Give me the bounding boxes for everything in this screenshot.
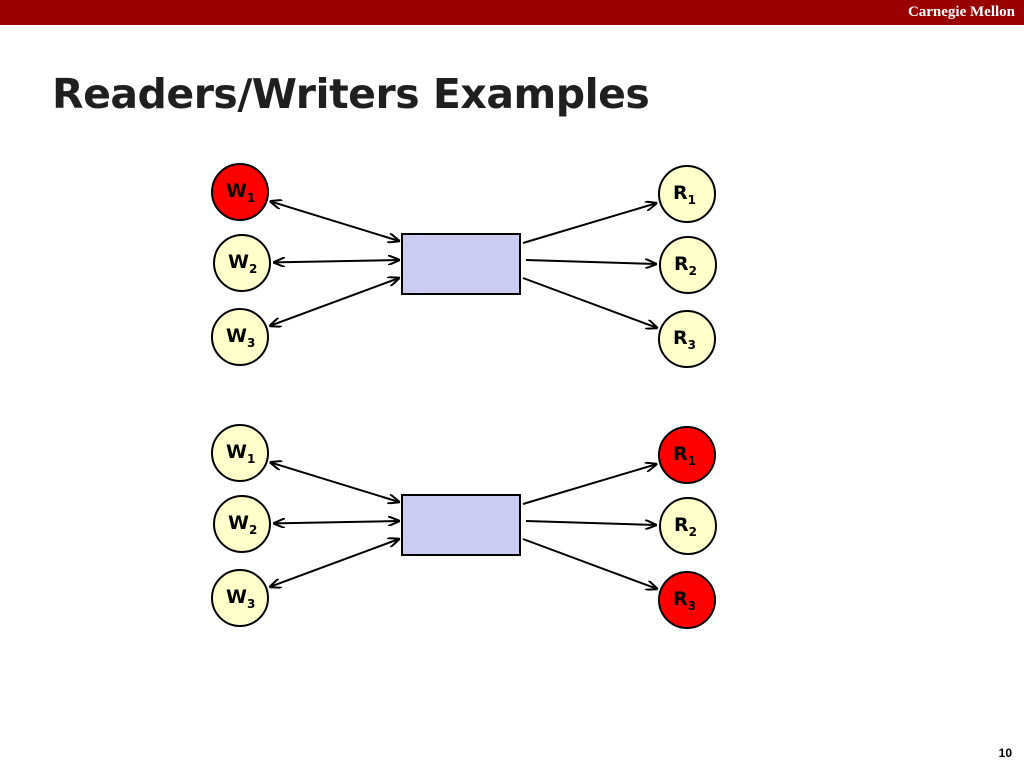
institution-name: Carnegie Mellon: [907, 4, 1015, 20]
reader-node-label: R3: [673, 327, 696, 352]
writer-node-circle: [213, 495, 271, 553]
writer-node-circle: [211, 308, 269, 366]
reader-node-3: R3: [658, 571, 716, 629]
writer-node-circle: [211, 569, 269, 627]
reader-node-subscript: 2: [689, 525, 697, 539]
writer-node-2: W2: [213, 495, 271, 553]
writer-node-1: W1: [211, 424, 269, 482]
reader-node-2: R2: [659, 497, 717, 555]
writer-node-3: W3: [211, 308, 269, 366]
reader-node-letter: R: [674, 514, 689, 536]
writer-node-label: W3: [226, 586, 255, 611]
reader-arrow-1: [522, 464, 656, 505]
reader-node-circle: [659, 236, 717, 294]
reader-arrow-2: [525, 521, 656, 525]
writer-node-subscript: 2: [249, 523, 257, 537]
writer-node-3: W3: [211, 569, 269, 627]
reader-node-2: R2: [659, 236, 717, 294]
writer-node-label: W3: [226, 325, 255, 350]
writer-node-subscript: 3: [247, 336, 255, 350]
header-bar: Carnegie Mellon: [0, 0, 1024, 25]
reader-arrow-3: [522, 277, 657, 328]
reader-node-circle: [658, 310, 716, 368]
reader-node-subscript: 3: [688, 338, 696, 352]
writer-arrow-2: [274, 260, 399, 262]
reader-node-subscript: 1: [688, 454, 696, 468]
writer-node-circle: [211, 163, 269, 221]
writer-node-label: W1: [226, 180, 255, 205]
writer-node-label: W2: [228, 512, 257, 537]
reader-node-1: R1: [658, 165, 716, 223]
reader-node-circle: [659, 497, 717, 555]
reader-node-label: R1: [673, 182, 696, 207]
reader-node-letter: R: [674, 253, 689, 275]
reader-node-letter: R: [673, 327, 688, 349]
writer-node-letter: W: [226, 180, 247, 202]
reader-arrow-2: [525, 260, 656, 264]
writer-node-subscript: 1: [247, 452, 255, 466]
reader-node-circle: [658, 165, 716, 223]
reader-node-subscript: 1: [688, 193, 696, 207]
reader-node-label: R1: [673, 443, 696, 468]
reader-arrow-3: [522, 538, 657, 589]
reader-node-subscript: 3: [688, 599, 696, 613]
writer-arrow-3: [270, 539, 399, 587]
writer-node-subscript: 3: [247, 597, 255, 611]
reader-node-subscript: 2: [689, 264, 697, 278]
reader-node-letter: R: [673, 182, 688, 204]
shared-resource-box: [401, 233, 521, 295]
page-title: Readers/Writers Examples: [52, 70, 650, 118]
writer-node-letter: W: [226, 325, 247, 347]
writer-node-letter: W: [226, 441, 247, 463]
reader-node-label: R3: [673, 588, 696, 613]
reader-node-letter: R: [673, 443, 688, 465]
reader-node-label: R2: [674, 514, 697, 539]
writer-node-subscript: 2: [249, 262, 257, 276]
reader-node-3: R3: [658, 310, 716, 368]
writer-arrow-3: [270, 278, 399, 326]
reader-node-1: R1: [658, 426, 716, 484]
writer-node-label: W2: [228, 251, 257, 276]
writer-node-circle: [213, 234, 271, 292]
reader-node-circle: [658, 571, 716, 629]
reader-node-circle: [658, 426, 716, 484]
writer-node-label: W1: [226, 441, 255, 466]
reader-node-label: R2: [674, 253, 697, 278]
writer-node-letter: W: [228, 251, 249, 273]
reader-arrow-1: [522, 203, 656, 244]
writer-arrow-1: [271, 201, 399, 241]
writer-node-letter: W: [228, 512, 249, 534]
writer-node-circle: [211, 424, 269, 482]
page-number: 10: [998, 746, 1012, 760]
writer-node-subscript: 1: [247, 191, 255, 205]
writer-node-letter: W: [226, 586, 247, 608]
writer-arrow-1: [271, 462, 399, 502]
writer-node-2: W2: [213, 234, 271, 292]
writer-node-1: W1: [211, 163, 269, 221]
shared-resource-box: [401, 494, 521, 556]
writer-arrow-2: [274, 521, 399, 523]
reader-node-letter: R: [673, 588, 688, 610]
